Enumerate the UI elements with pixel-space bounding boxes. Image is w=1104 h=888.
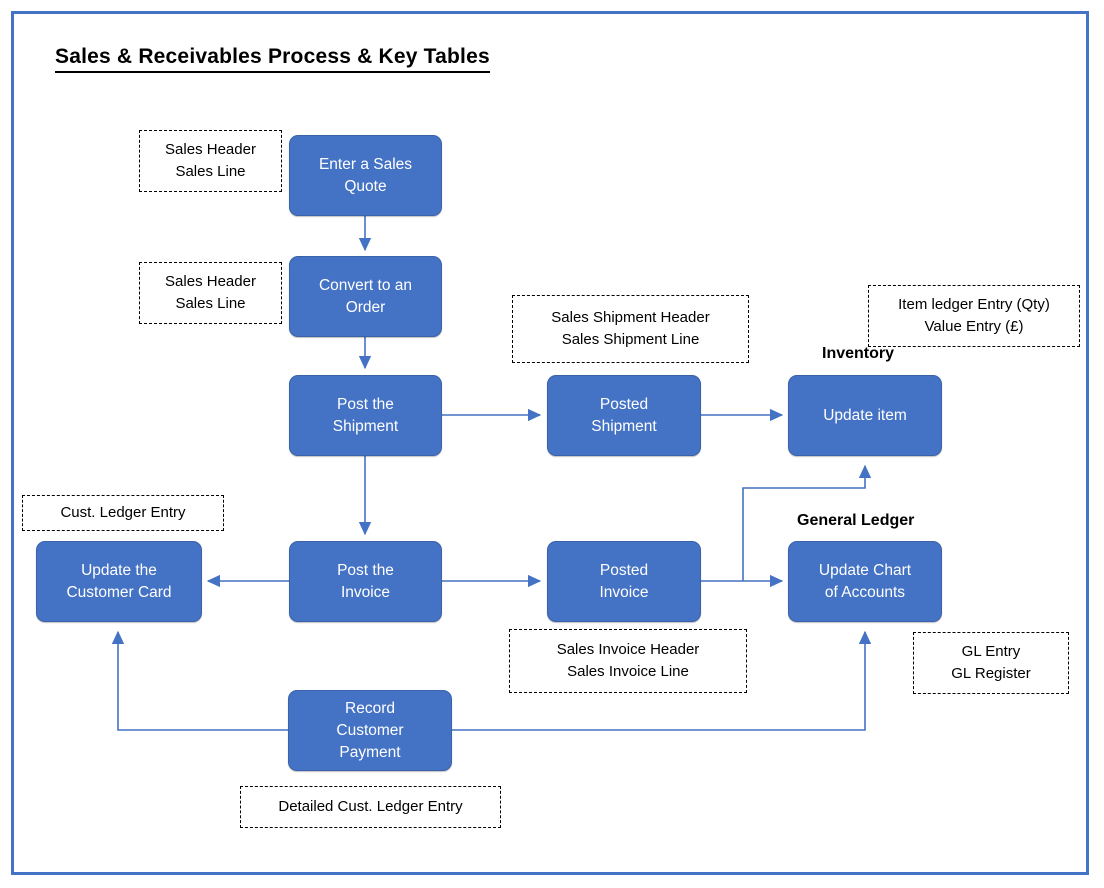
node-post-the-shipment[interactable]: Post the Shipment	[289, 375, 442, 456]
tables-payment: Detailed Cust. Ledger Entry	[240, 786, 501, 828]
caption-general-ledger: General Ledger	[797, 512, 915, 529]
tables-customer: Cust. Ledger Entry	[22, 495, 224, 531]
tables-item-label: Item ledger Entry (Qty) Value Entry (£)	[898, 296, 1050, 335]
node-convert-to-order[interactable]: Convert to an Order	[289, 256, 442, 337]
node-enter-sales-quote[interactable]: Enter a Sales Quote	[289, 135, 442, 216]
tables-order: Sales Header Sales Line	[139, 262, 282, 324]
node-update-chart-of-accounts-label: Update Chart of Accounts	[818, 561, 912, 601]
tables-quote-label: Sales Header Sales Line	[165, 141, 256, 180]
node-post-the-shipment-label: Post the Shipment	[332, 395, 399, 435]
node-posted-shipment[interactable]: Posted Shipment	[547, 375, 701, 456]
tables-gl: GL Entry GL Register	[913, 632, 1069, 694]
caption-inventory: Inventory	[822, 345, 895, 362]
node-record-customer-payment[interactable]: Record Customer Payment	[288, 690, 452, 771]
node-update-item[interactable]: Update item	[788, 375, 942, 456]
tables-customer-label: Cust. Ledger Entry	[60, 504, 186, 522]
node-update-item-label: Update item	[823, 406, 907, 424]
node-posted-shipment-label: Posted Shipment	[591, 395, 657, 435]
tables-shipment-label: Sales Shipment Header Sales Shipment Lin…	[551, 309, 710, 348]
node-update-chart-of-accounts[interactable]: Update Chart of Accounts	[788, 541, 942, 622]
node-convert-to-order-label: Convert to an Order	[318, 276, 413, 316]
page-title: Sales & Receivables Process & Key Tables	[55, 45, 490, 73]
tables-payment-label: Detailed Cust. Ledger Entry	[278, 798, 463, 816]
node-post-the-invoice-label: Post the Invoice	[337, 561, 394, 601]
tables-order-label: Sales Header Sales Line	[165, 273, 256, 312]
tables-invoice: Sales Invoice Header Sales Invoice Line	[509, 629, 747, 693]
tables-item: Item ledger Entry (Qty) Value Entry (£)	[868, 285, 1080, 347]
tables-gl-label: GL Entry GL Register	[951, 643, 1031, 682]
node-post-the-invoice[interactable]: Post the Invoice	[289, 541, 442, 622]
node-enter-sales-quote-label: Enter a Sales Quote	[318, 155, 413, 195]
tables-invoice-label: Sales Invoice Header Sales Invoice Line	[556, 641, 700, 680]
node-posted-invoice-label: Posted Invoice	[599, 561, 649, 601]
tables-shipment: Sales Shipment Header Sales Shipment Lin…	[512, 295, 749, 363]
node-posted-invoice[interactable]: Posted Invoice	[547, 541, 701, 622]
node-update-customer-card-label: Update the Customer Card	[66, 561, 172, 601]
tables-quote: Sales Header Sales Line	[139, 130, 282, 192]
node-record-customer-payment-label: Record Customer Payment	[336, 699, 404, 761]
node-update-customer-card[interactable]: Update the Customer Card	[36, 541, 202, 622]
